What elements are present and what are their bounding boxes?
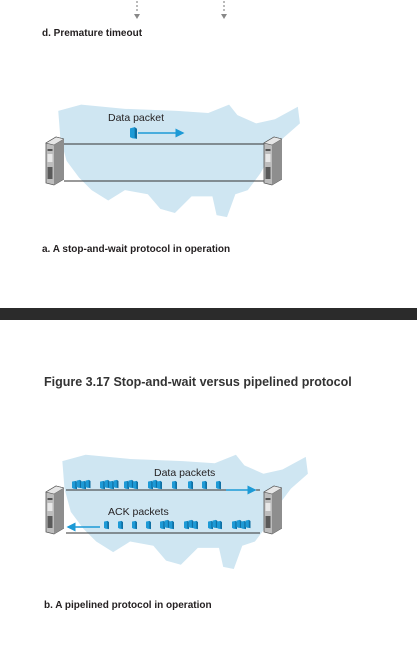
ack-packet-icon (164, 519, 170, 529)
data-packet-icon (81, 480, 86, 490)
data-packet-icon (72, 480, 77, 490)
ack-packet-icon (132, 520, 137, 530)
data-packet-icon (172, 480, 177, 490)
data-packet-icon (216, 480, 221, 490)
data-packet-icon (130, 127, 137, 139)
ack-packet-icon (193, 520, 198, 530)
data-packet-label: Data packet (108, 112, 164, 124)
ack-packet-icon (146, 520, 151, 530)
ack-packet-icon (188, 519, 194, 529)
data-packet-icon (76, 479, 82, 489)
data-packets-label: Data packets (154, 467, 215, 479)
data-packet-icon (133, 480, 138, 490)
data-packet-icon (152, 479, 158, 489)
data-packet-icon (188, 480, 193, 490)
sender-server-icon (45, 136, 64, 186)
sender-server-icon (45, 485, 64, 535)
ack-packets-label: ACK packets (108, 506, 169, 518)
data-packet-icon (109, 480, 114, 490)
data-packet-icon (85, 479, 91, 489)
ack-packet-icon (104, 520, 109, 530)
dotted-arrows (134, 1, 227, 19)
ack-packet-icon (217, 520, 222, 530)
diagram-pipelined: Data packets ACK packets (45, 454, 308, 570)
figure-title: Figure 3.17 Stop-and-wait versus pipelin… (44, 375, 352, 389)
ack-packet-icon (118, 520, 123, 530)
data-packet-icon (202, 480, 207, 490)
ack-packet-icon (212, 519, 218, 529)
ack-packet-icon (169, 520, 174, 530)
ack-packet-icon (232, 520, 237, 530)
page-divider (0, 308, 417, 320)
caption-stop-and-wait: a. A stop-and-wait protocol in operation (42, 244, 231, 255)
diagram-stop-and-wait: Data packet (45, 104, 300, 218)
ack-packet-icon (236, 519, 242, 529)
data-packet-icon (100, 480, 105, 490)
data-packet-icon (148, 480, 153, 490)
ack-packet-icon (241, 520, 246, 530)
ack-packet-icon (245, 519, 251, 529)
receiver-server-icon (263, 485, 282, 535)
data-packet-icon (157, 480, 162, 490)
data-packet-icon (104, 479, 110, 489)
caption-premature-timeout: d. Premature timeout (42, 28, 143, 39)
data-packet-icon (124, 480, 129, 490)
receiver-server-icon (263, 136, 282, 186)
ack-packet-icon (160, 520, 165, 530)
ack-packet-icon (208, 520, 213, 530)
ack-packet-icon (184, 520, 189, 530)
caption-pipelined: b. A pipelined protocol in operation (44, 600, 212, 611)
data-packet-icon (128, 479, 134, 489)
data-packet-icon (113, 479, 119, 489)
